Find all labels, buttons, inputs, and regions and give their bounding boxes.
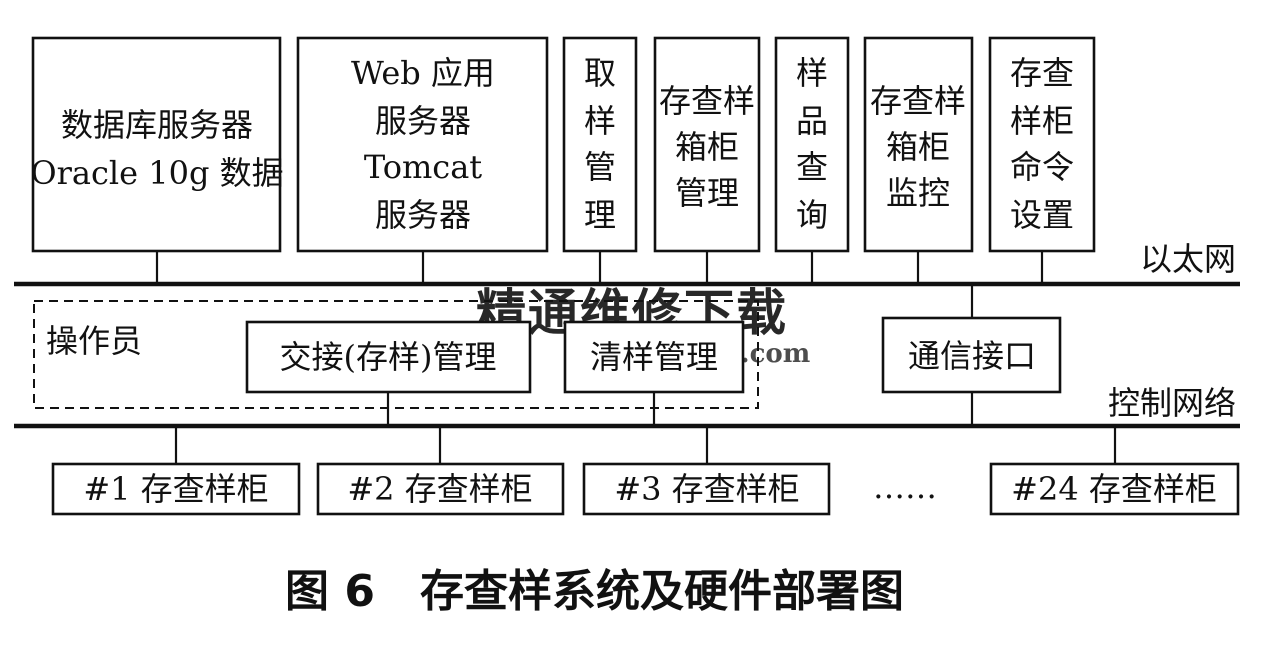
cabinet-monitor-box: 存查样 箱柜 监控 (863, 36, 974, 253)
operator-label: 操作员 (46, 322, 142, 360)
cmd-settings-line-2: 样柜 (1010, 102, 1074, 140)
db-server-box: 数据库服务器 Oracle 10g 数据 (30, 36, 284, 253)
sampling-line-3: 管 (584, 148, 616, 186)
cabinet-monitor-line-2: 箱柜 (886, 128, 950, 166)
web-server-box: Web 应用 服务器 Tomcat 服务器 (296, 36, 549, 253)
sampling-line-4: 理 (584, 196, 616, 234)
comm-interface-box: 通信接口 (881, 316, 1062, 394)
ethernet-label: 以太网 (1140, 240, 1236, 278)
comm-interface-label: 通信接口 (908, 337, 1036, 375)
cabinet-ellipsis: …… (873, 468, 937, 506)
cabinet-3-label: #3 存查样柜 (614, 470, 799, 508)
cabinet-2-label: #2 存查样柜 (347, 470, 532, 508)
db-server-line-2: Oracle 10g 数据 (30, 154, 283, 192)
cabinet-monitor-line-3: 监控 (886, 174, 950, 212)
cmd-settings-line-4: 设置 (1010, 196, 1074, 234)
sample-query-line-1: 样 (796, 54, 828, 92)
handover-mgmt-box: 交接(存样)管理 (245, 320, 532, 394)
cabinet-1-box: #1 存查样柜 (51, 462, 301, 516)
sample-query-line-3: 查 (796, 148, 828, 186)
web-server-line-3: Tomcat (364, 148, 482, 186)
clear-sample-mgmt-box: 清样管理 (563, 320, 745, 394)
sampling-line-1: 取 (584, 54, 616, 92)
web-server-line-2: 服务器 (375, 102, 471, 140)
cmd-settings-line-3: 命令 (1010, 148, 1074, 186)
db-server-line-1: 数据库服务器 (61, 106, 253, 144)
sample-query-line-4: 询 (796, 196, 828, 234)
cabinet-1-label: #1 存查样柜 (83, 470, 268, 508)
sample-query-box: 样 品 查 询 (774, 36, 850, 253)
clear-sample-mgmt-label: 清样管理 (590, 338, 718, 376)
figure-title: 存查样系统及硬件部署图 (420, 566, 904, 617)
cmd-settings-box: 存查 样柜 命令 设置 (988, 36, 1096, 253)
sample-query-line-2: 品 (796, 102, 828, 140)
cabinet-mgmt-line-3: 管理 (675, 174, 739, 212)
cabinet-monitor-line-1: 存查样 (870, 82, 966, 120)
cabinet-24-box: #24 存查样柜 (989, 462, 1240, 516)
figure-number: 图 6 (285, 566, 375, 617)
control-network-label: 控制网络 (1108, 384, 1236, 422)
cabinet-24-label: #24 存查样柜 (1011, 470, 1217, 508)
sampling-line-2: 样 (584, 102, 616, 140)
cabinet-mgmt-line-2: 箱柜 (675, 128, 739, 166)
cabinet-mgmt-box: 存查样 箱柜 管理 (653, 36, 761, 253)
cabinet-2-box: #2 存查样柜 (316, 462, 565, 516)
operator-region (33, 300, 759, 409)
cabinet-mgmt-line-1: 存查样 (659, 82, 755, 120)
cabinet-3-box: #3 存查样柜 (582, 462, 831, 516)
web-server-line-4: 服务器 (375, 196, 471, 234)
handover-mgmt-label: 交接(存样)管理 (280, 338, 497, 376)
web-server-line-1: Web 应用 (351, 54, 495, 92)
cmd-settings-line-1: 存查 (1010, 54, 1074, 92)
sampling-mgmt-box: 取 样 管 理 (562, 36, 638, 253)
